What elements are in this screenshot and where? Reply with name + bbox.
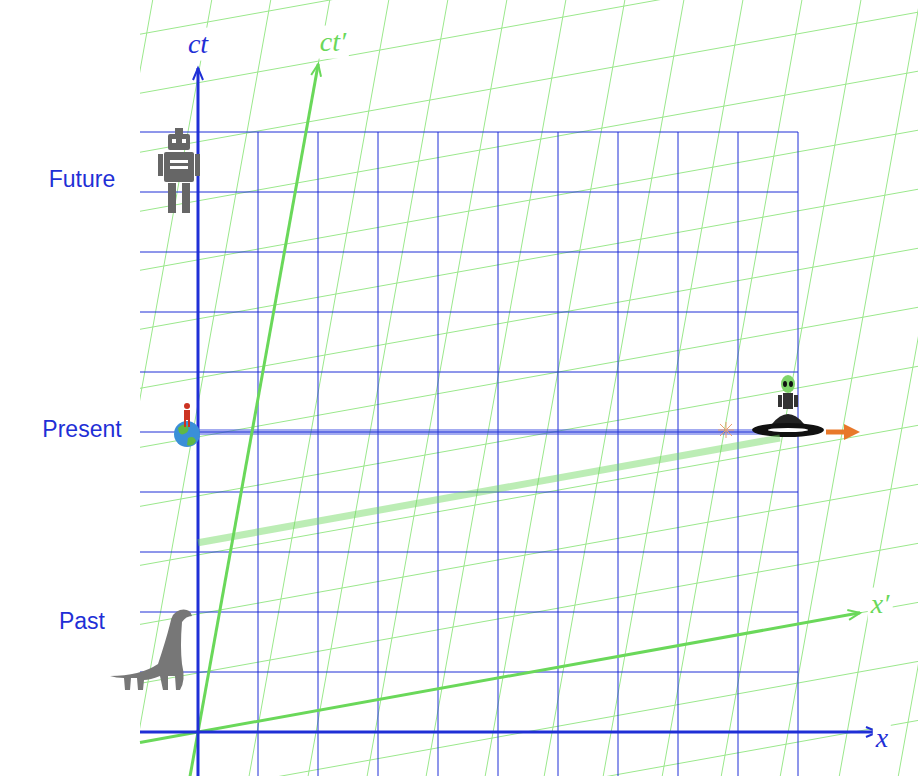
axes [140, 64, 878, 776]
axis-line [140, 731, 878, 734]
earth-icon [174, 403, 200, 447]
grid-line [140, 0, 201, 776]
axis-arrowhead [847, 610, 860, 620]
axis-label: ct′ [317, 26, 349, 59]
grid-line [140, 672, 798, 673]
moving-frame-grid [140, 0, 918, 776]
grid-line [140, 611, 918, 776]
grid-line [140, 729, 918, 776]
alien-ufo-icon [752, 375, 860, 440]
grid-line [558, 132, 559, 776]
grid-line [140, 257, 918, 473]
grid-line [140, 316, 918, 532]
grid-line [140, 21, 918, 237]
axis-line [187, 64, 318, 776]
grid-line [870, 0, 918, 776]
grid-line [140, 0, 319, 776]
axis-line [140, 613, 860, 743]
time-label: Present [39, 416, 124, 443]
grid-line [318, 132, 319, 776]
grid-line [258, 132, 259, 776]
robot-icon [158, 128, 200, 213]
axis-arrowhead [193, 68, 203, 80]
grid-line [140, 0, 918, 119]
grid-line [811, 0, 918, 776]
grid-line [752, 0, 918, 776]
time-label: Future [46, 166, 118, 193]
time-label: Past [56, 608, 108, 635]
dinosaur-icon [110, 610, 192, 690]
alien-now-line [198, 438, 780, 543]
grid-line [140, 432, 798, 433]
grid-line [140, 0, 918, 1]
grid-line [378, 132, 379, 776]
explosion-mark [718, 422, 734, 438]
grid-line [738, 132, 739, 776]
axis-label: x [873, 722, 891, 755]
grid-line [140, 0, 260, 776]
grid-line [798, 132, 799, 776]
grid-line [140, 192, 798, 193]
grid-line [140, 493, 918, 709]
grid-line [140, 0, 918, 178]
grid-line [140, 198, 918, 414]
grid-line [140, 132, 798, 133]
grid-line [140, 612, 798, 613]
alien-now-band [198, 438, 780, 543]
grid-line [140, 0, 918, 60]
grid-line [140, 139, 918, 355]
present-band [198, 429, 782, 435]
grid-line [140, 312, 798, 313]
axis-label: x′ [868, 588, 893, 621]
grid-line [140, 252, 798, 253]
rest-frame-grid [140, 132, 798, 776]
grid-line [140, 670, 918, 776]
grid-line [140, 552, 798, 553]
spacer [198, 736, 782, 737]
grid-line [140, 80, 918, 296]
axis-label: ct [185, 28, 211, 61]
axis-arrowhead [311, 64, 321, 77]
grid-line [618, 132, 619, 776]
grid-line [140, 434, 918, 650]
grid-line [140, 552, 918, 768]
grid-line [438, 132, 439, 776]
grid-line [140, 372, 798, 373]
